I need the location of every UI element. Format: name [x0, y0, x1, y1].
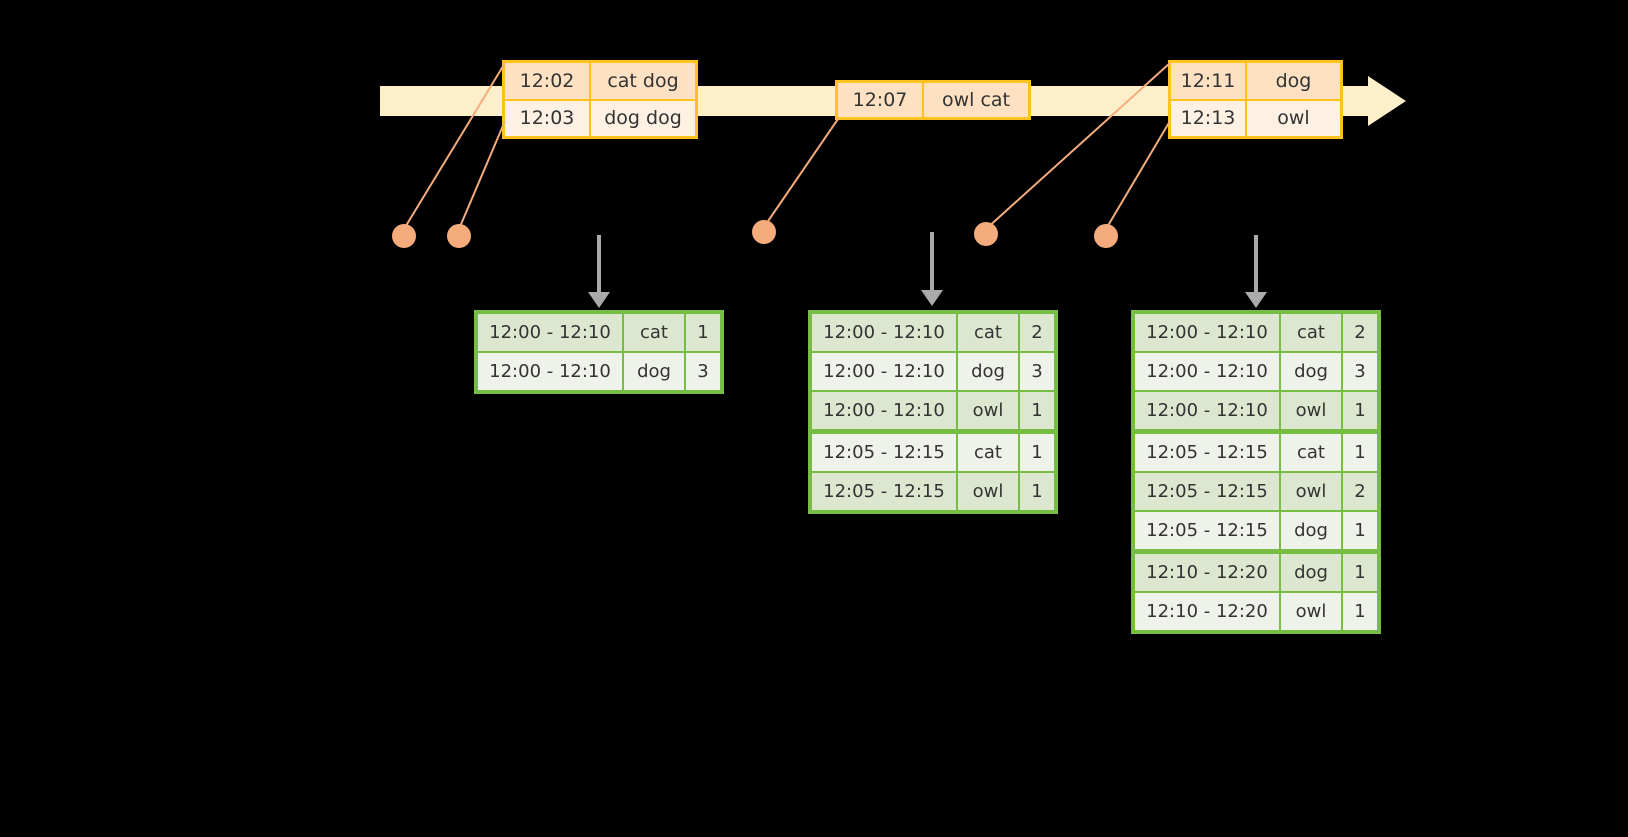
count-cell: 1: [1354, 601, 1366, 622]
count-cell: 2: [1354, 322, 1366, 343]
key-cell: cat: [958, 434, 1020, 471]
marker-dot-2: [447, 224, 471, 248]
event-row: 12:02 cat dog: [505, 63, 695, 99]
flow-arrow-head-3: [1245, 292, 1267, 308]
event-row: 12:07 owl cat: [838, 83, 1028, 117]
event-row: 12:13 owl: [1171, 98, 1340, 136]
flow-arrow-shaft-3: [1254, 235, 1258, 297]
key-cell: dog: [624, 353, 686, 390]
count-cell: 1: [1031, 400, 1043, 421]
window-cell: 12:05 - 12:15: [1135, 434, 1281, 471]
count-cell: 1: [1031, 481, 1043, 502]
key-cell: dog: [1281, 353, 1343, 390]
key-cell: cat: [1281, 434, 1343, 471]
count-cell: 2: [1354, 481, 1366, 502]
flow-arrow-shaft-2: [930, 232, 934, 294]
connector-line-3: [763, 118, 839, 228]
flow-arrow-head-2: [921, 290, 943, 306]
flow-arrow-head-1: [588, 292, 610, 308]
event-value: cat dog: [607, 69, 679, 92]
window-cell: 12:05 - 12:15: [1135, 512, 1281, 549]
count-cell: 1: [1354, 520, 1366, 541]
event-box-3[interactable]: 12:11 dog 12:13 owl: [1168, 60, 1343, 139]
event-box-1[interactable]: 12:02 cat dog 12:03 dog dog: [502, 60, 698, 139]
event-time: 12:07: [838, 83, 924, 117]
key-cell: owl: [1281, 392, 1343, 429]
window-cell: 12:00 - 12:10: [478, 314, 624, 351]
event-row: 12:11 dog: [1171, 63, 1340, 99]
count-cell: 3: [1354, 361, 1366, 382]
window-cell: 12:00 - 12:10: [812, 353, 958, 390]
connector-line-5: [1105, 120, 1171, 230]
window-cell: 12:10 - 12:20: [1135, 554, 1281, 591]
count-cell: 1: [1354, 400, 1366, 421]
count-cell: 1: [697, 322, 709, 343]
key-cell: dog: [1281, 554, 1343, 591]
connector-line-2: [458, 120, 506, 230]
key-cell: cat: [624, 314, 686, 351]
count-cell: 3: [697, 361, 709, 382]
window-cell: 12:00 - 12:10: [812, 392, 958, 429]
event-time: 12:13: [1171, 100, 1247, 136]
marker-dot-3: [752, 220, 776, 244]
key-cell: cat: [1281, 314, 1343, 351]
marker-dot-1: [392, 224, 416, 248]
event-value: dog dog: [604, 107, 682, 130]
event-time: 12:11: [1171, 63, 1247, 99]
window-cell: 12:00 - 12:10: [478, 353, 624, 390]
window-cell: 12:00 - 12:10: [1135, 314, 1281, 351]
marker-dot-5: [1094, 224, 1118, 248]
window-cell: 12:00 - 12:10: [1135, 392, 1281, 429]
window-cell: 12:05 - 12:15: [812, 434, 958, 471]
event-row: 12:03 dog dog: [505, 98, 695, 136]
count-cell: 1: [1354, 562, 1366, 583]
key-cell: owl: [1281, 473, 1343, 510]
event-time: 12:03: [505, 100, 591, 136]
event-value: dog: [1275, 69, 1312, 92]
event-box-2[interactable]: 12:07 owl cat: [835, 80, 1031, 120]
window-cell: 12:05 - 12:15: [812, 473, 958, 510]
key-cell: dog: [1281, 512, 1343, 549]
key-cell: dog: [958, 353, 1020, 390]
key-cell: cat: [958, 314, 1020, 351]
event-value: owl cat: [941, 89, 1011, 111]
timeline-arrow-head: [1368, 76, 1406, 126]
window-cell: 12:00 - 12:10: [812, 314, 958, 351]
window-cell: 12:05 - 12:15: [1135, 473, 1281, 510]
count-cell: 2: [1031, 322, 1043, 343]
flow-arrow-shaft-1: [597, 235, 601, 297]
count-cell: 1: [1031, 442, 1043, 463]
key-cell: owl: [1281, 593, 1343, 630]
key-cell: owl: [958, 392, 1020, 429]
count-cell: 1: [1354, 442, 1366, 463]
window-cell: 12:10 - 12:20: [1135, 593, 1281, 630]
window-cell: 12:00 - 12:10: [1135, 353, 1281, 390]
count-cell: 3: [1031, 361, 1043, 382]
event-time: 12:02: [505, 63, 591, 99]
marker-dot-4: [974, 222, 998, 246]
event-value: owl: [1277, 107, 1310, 130]
key-cell: owl: [958, 473, 1020, 510]
